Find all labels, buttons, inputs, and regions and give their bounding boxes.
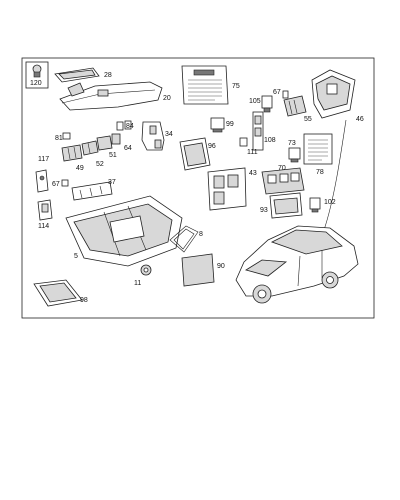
callout-102: 102 [324, 199, 336, 206]
callout-117: 117 [38, 156, 49, 163]
part-102-relay [309, 197, 321, 213]
callout-70: 70 [278, 165, 286, 172]
part-98-tray [33, 279, 83, 307]
callout-114: 114 [38, 223, 49, 230]
part-96-control-module [179, 137, 211, 171]
part-37-carrier [71, 181, 113, 201]
callout-108: 108 [264, 137, 276, 144]
part-99-relay [210, 117, 225, 133]
part-67-clip-lower [61, 179, 69, 187]
part-73-relay [288, 147, 301, 163]
callout-28: 28 [104, 72, 112, 79]
callout-52: 52 [96, 161, 104, 168]
callout-34: 34 [165, 131, 173, 138]
part-51-connector [96, 135, 113, 151]
part-90-panel [181, 253, 215, 287]
callout-120: 120 [30, 80, 42, 87]
part-114-bracket [37, 199, 53, 221]
part-49-connector [61, 144, 83, 162]
callout-11: 11 [134, 280, 141, 287]
part-108-relay-strip [252, 111, 264, 151]
callout-8: 8 [199, 231, 203, 238]
part-117-bracket [35, 169, 49, 193]
part-34-bracket [141, 121, 165, 151]
part-52-connector [81, 140, 99, 156]
callout-75: 75 [232, 83, 240, 90]
callout-81: 81 [55, 135, 63, 142]
part-28-mat [54, 67, 100, 83]
callout-55: 55 [304, 116, 312, 123]
callout-111: 111 [247, 149, 258, 156]
callout-98: 98 [80, 297, 88, 304]
part-70-relay-block [261, 167, 305, 195]
diagram-frame [21, 57, 375, 319]
part-5-tray [65, 195, 183, 267]
callout-90: 90 [217, 263, 225, 270]
callout-78: 78 [316, 169, 324, 176]
part-20-tray-cover [59, 81, 163, 111]
callout-96: 96 [208, 143, 216, 150]
car-station-wagon [235, 225, 359, 304]
part-105-relay [261, 95, 273, 113]
callout-99: 99 [226, 121, 234, 128]
part-81-connector [62, 132, 71, 140]
part-43-relay-carrier [207, 167, 247, 211]
part-67-clip [282, 90, 289, 99]
part-84-clips [116, 120, 132, 131]
callout-51: 51 [109, 152, 117, 159]
part-64-connector [111, 133, 121, 145]
callout-67-lower: 67 [52, 181, 60, 188]
part-120-bolt-symbol [25, 61, 49, 89]
callout-93: 93 [260, 207, 268, 214]
callout-64: 64 [124, 145, 132, 152]
part-55-relay-block [283, 95, 307, 117]
callout-43: 43 [249, 170, 257, 177]
callout-20: 20 [163, 95, 171, 102]
callout-49: 49 [76, 165, 84, 172]
part-75-label-sheet [181, 65, 229, 105]
part-78-label-sheet [303, 133, 333, 165]
callout-5: 5 [74, 253, 78, 260]
callout-37: 37 [108, 179, 116, 186]
part-8-gasket [169, 225, 199, 253]
part-11-nut [140, 264, 152, 276]
part-93-module [269, 192, 303, 219]
part-46-fuse-box [311, 69, 356, 119]
callout-67: 67 [273, 89, 281, 96]
callout-84: 84 [126, 123, 134, 130]
car-leader-line [323, 119, 347, 231]
callout-73: 73 [288, 140, 296, 147]
callout-105: 105 [249, 98, 261, 105]
callout-46: 46 [356, 116, 364, 123]
part-111-clip [239, 137, 248, 147]
